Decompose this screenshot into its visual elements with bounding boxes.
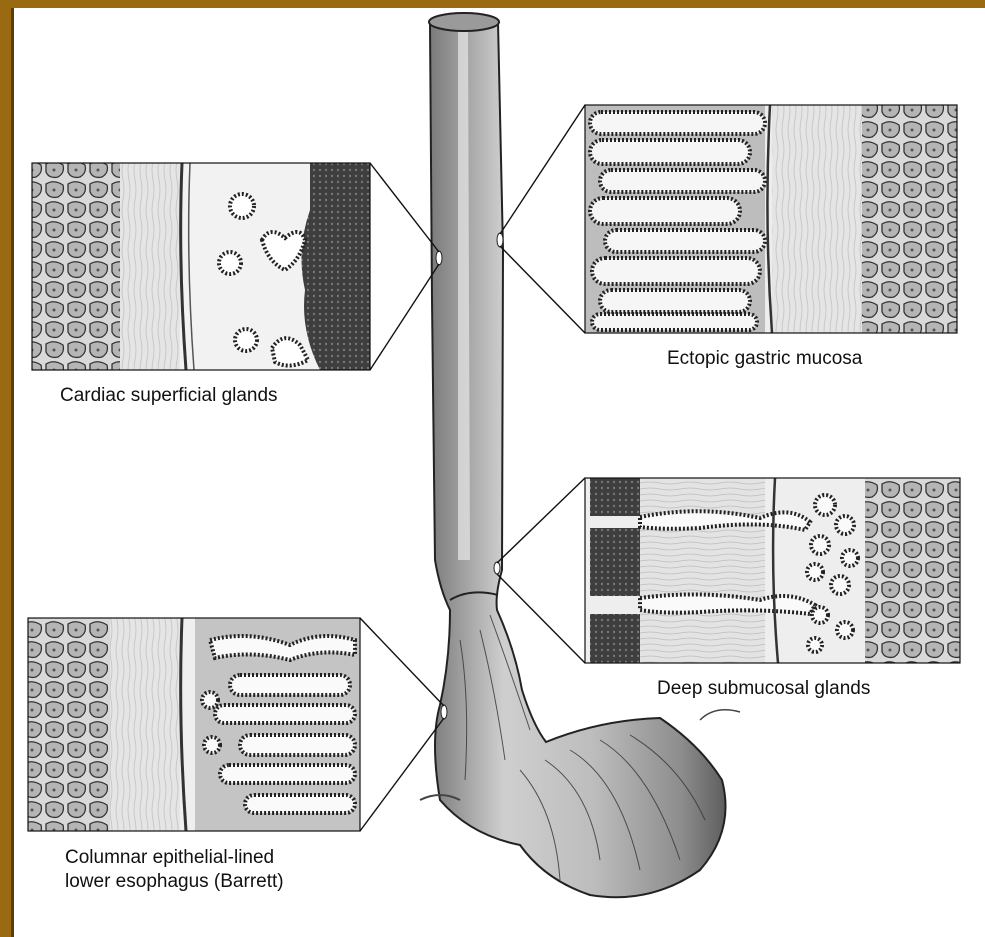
label-cardiac-superficial-glands: Cardiac superficial glands	[60, 384, 278, 407]
deep-panel	[585, 478, 960, 663]
barrett-panel	[28, 618, 360, 831]
label-barrett-line1: Columnar epithelial-lined	[65, 846, 274, 869]
label-barrett-line2: lower esophagus (Barrett)	[65, 870, 284, 893]
label-deep-submucosal-glands: Deep submucosal glands	[657, 677, 870, 700]
label-ectopic-gastric-mucosa: Ectopic gastric mucosa	[667, 347, 862, 370]
cardiac-panel	[32, 163, 370, 370]
ectopic-panel	[585, 105, 957, 333]
